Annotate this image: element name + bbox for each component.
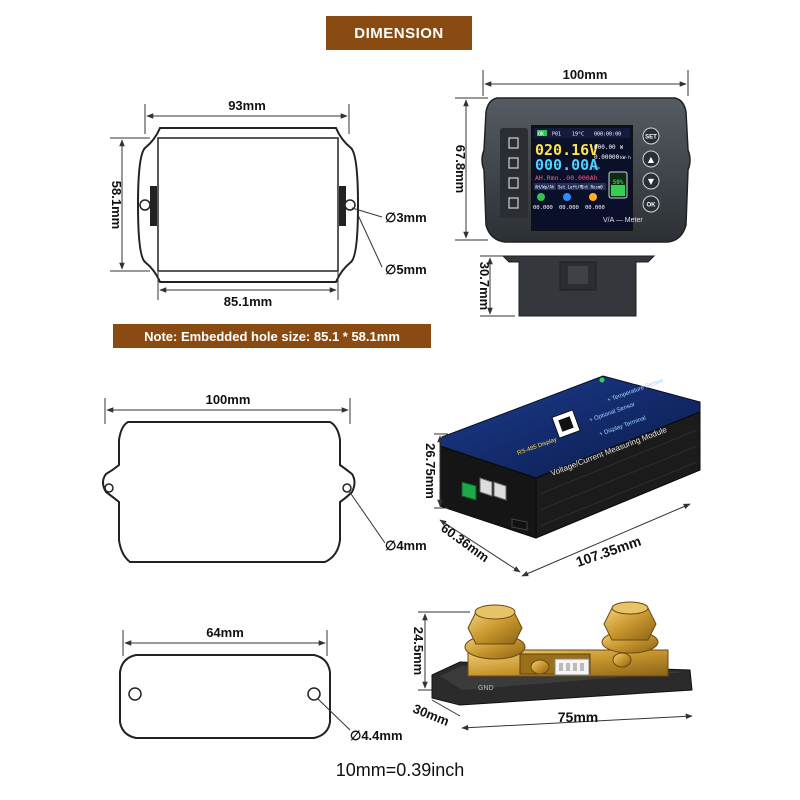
meter-height-label: 67.8mm <box>453 145 468 193</box>
module-outline-shape <box>102 421 356 563</box>
power-unit: W <box>620 145 624 151</box>
energy-unit: kW·h <box>620 155 631 161</box>
status-temp: 19°C <box>572 132 584 138</box>
set-button: SET <box>645 135 657 141</box>
display-height-label: 58.1mm <box>109 181 124 229</box>
title-banner: DIMENSION <box>326 16 472 50</box>
display-width-label: 93mm <box>228 98 266 113</box>
hole-right <box>344 199 356 211</box>
voltage-readout: 020.16V <box>535 141 598 159</box>
shunt-outline-shape <box>119 654 331 739</box>
display-bottom-width-label: 85.1mm <box>224 294 272 309</box>
module-depth-label: 60.36mm <box>438 520 492 565</box>
shunt-depth-label: 30mm <box>411 701 451 729</box>
up-button: ▲ <box>648 155 655 164</box>
status-ok: OK <box>538 132 544 138</box>
meter-brand: V/A — Meter <box>603 217 643 224</box>
meter-depth-label: 30.7mm <box>477 262 492 310</box>
embedded-hole-note: Note: Embedded hole size: 85.1 * 58.1mm <box>113 324 431 348</box>
hole-3mm-label: ∅3mm <box>385 210 427 225</box>
status-time: 000:00:00 <box>594 132 621 138</box>
flow-arrow: >> <box>593 165 601 172</box>
meter-photo: 100mm 67.8mm OK P01 19°C 000:00:00 020.1… <box>453 67 691 317</box>
status-p01: P01 <box>552 132 561 138</box>
shunt-outline-drawing: 64mm ∅4.4mm <box>119 625 403 743</box>
shunt-height-label: 24.5mm <box>411 627 426 675</box>
value-1: 00.000 <box>533 205 553 211</box>
battery-percent: 50% <box>613 179 624 186</box>
current-readout: 000.00A <box>535 156 598 174</box>
module-height-label: 26.75mm <box>423 443 438 499</box>
meter-buttons: SET ▲ ▼ OK <box>642 127 660 213</box>
tab-2: Set Left/M <box>558 185 583 190</box>
meter-width-label: 100mm <box>563 67 608 82</box>
power-readout: 000.00 <box>594 144 616 151</box>
shunt-hole-label: ∅4.4mm <box>350 728 403 743</box>
module-length-label: 107.35mm <box>574 533 643 570</box>
hole-left <box>139 199 151 211</box>
shunt-length-label: 75mm <box>558 709 598 725</box>
shunt-photo: 24.5mm GND 30mm 75mm <box>411 601 693 731</box>
tab-3: Int Resm0 <box>581 185 603 190</box>
module-width-label: 100mm <box>206 392 251 407</box>
ok-button: OK <box>647 203 657 209</box>
display-outline-drawing: 93mm 58.1mm 85.1mm ∅3mm ∅5mm <box>109 98 427 309</box>
module-hole-label: ∅4mm <box>385 538 427 553</box>
value-2: 00.000 <box>559 205 579 211</box>
ah-remaining: AH.Rmn..00.000Ah <box>535 174 598 182</box>
energy-readout: 0.00000 <box>594 154 620 161</box>
shunt-gnd-label: GND <box>478 685 494 692</box>
value-3: 00.000 <box>585 205 605 211</box>
tab-1: AH/Wp/Ah <box>535 185 555 190</box>
shunt-width-label: 64mm <box>206 625 244 640</box>
module-outline-drawing: 100mm ∅4mm <box>102 392 427 563</box>
battery-fill <box>611 185 625 196</box>
unit-conversion-footer: 10mm=0.39inch <box>335 760 465 780</box>
hole-5mm-label: ∅5mm <box>385 262 427 277</box>
module-photo: + Temperature Sensor + Optional Sensor +… <box>423 375 701 577</box>
down-button: ▼ <box>648 177 655 186</box>
